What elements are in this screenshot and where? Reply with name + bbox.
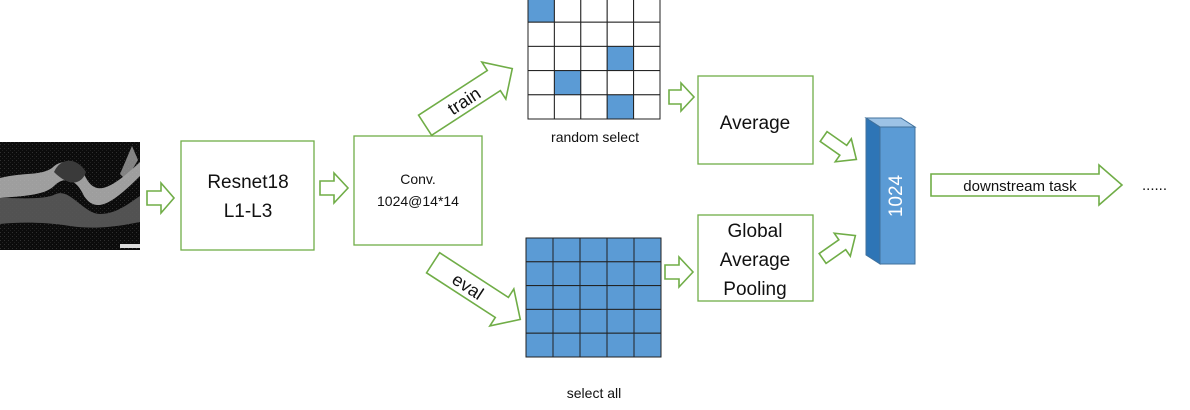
- grid-cell-selected: [579, 308, 608, 334]
- grid-cell: [633, 94, 661, 120]
- grid-cell-selected: [633, 332, 662, 358]
- grid-cell: [553, 94, 582, 120]
- downstream-task-arrow: downstream task: [930, 163, 1124, 207]
- feature-vector-bar: 1024: [864, 117, 917, 265]
- grid-cell-selected: [525, 261, 554, 287]
- arrow-resnet-to-conv: [319, 170, 350, 206]
- grid-cell-selected: [606, 237, 635, 263]
- grid-cell-selected: [606, 285, 635, 310]
- grid-cell-selected: [525, 237, 554, 263]
- conv-label-line1: Conv.: [400, 171, 436, 187]
- grid-cell-selected: [606, 45, 635, 72]
- grid-cell: [606, 21, 635, 47]
- average-box: [697, 75, 814, 165]
- grid-cell: [527, 21, 555, 47]
- grid-cell-selected: [606, 308, 635, 334]
- arrow-image-to-resnet: [146, 180, 176, 216]
- grid-cell-selected: [633, 261, 662, 287]
- grid-cell-selected: [525, 308, 554, 334]
- gap-label-line2: Average: [720, 250, 790, 271]
- grid-cell-selected: [579, 261, 608, 287]
- grid-cell-selected: [579, 285, 608, 310]
- grid-cell: [633, 45, 661, 72]
- ellipsis-text: ......: [1142, 177, 1167, 194]
- grid-cell: [527, 94, 555, 120]
- gap-label-line1: Global: [728, 221, 783, 242]
- grid-cell-selected: [552, 285, 581, 310]
- arrow-all-to-gap: [664, 254, 695, 290]
- grid-cell: [580, 0, 608, 23]
- grid-cell-selected: [527, 0, 555, 23]
- grid-cell: [606, 0, 635, 23]
- feature-vector-label: 1024: [886, 174, 907, 217]
- grid-cell-selected: [525, 332, 554, 358]
- gap-box: [697, 214, 814, 302]
- grid-cell: [633, 0, 661, 23]
- grid-cell-selected: [579, 237, 608, 263]
- grid-cell: [580, 70, 608, 96]
- grid-cell-selected: [552, 308, 581, 334]
- grid-cell: [527, 45, 555, 72]
- grid-cell-selected: [606, 261, 635, 287]
- grid-cell-selected: [633, 237, 662, 263]
- grid-cell-selected: [606, 94, 635, 120]
- grid-cell-selected: [552, 261, 581, 287]
- grid-cell: [580, 21, 608, 47]
- downstream-task-label: downstream task: [963, 178, 1077, 195]
- grid-cell: [580, 94, 608, 120]
- resnet-box: [180, 140, 315, 251]
- arrow-average-to-vector: [819, 130, 858, 163]
- resnet-label-line2: L1-L3: [224, 201, 273, 222]
- grid-cell: [633, 70, 661, 96]
- conv-label-line2: 1024@14*14: [377, 193, 459, 209]
- train-arrow: train: [417, 60, 514, 137]
- select-all-grid: [525, 237, 662, 358]
- grid-cell: [580, 45, 608, 72]
- grid-cell-selected: [525, 285, 554, 310]
- resnet-label-line1: Resnet18: [207, 172, 288, 193]
- grid-cell: [553, 21, 582, 47]
- grid-cell: [606, 70, 635, 96]
- grid-cell-selected: [552, 332, 581, 358]
- arrow-random-to-average: [668, 80, 696, 114]
- gap-label-line3: Pooling: [723, 279, 786, 300]
- grid-cell-selected: [553, 70, 582, 96]
- random-select-caption: random select: [551, 129, 639, 145]
- grid-cell-selected: [633, 285, 662, 310]
- grid-cell-selected: [633, 308, 662, 334]
- grid-cell-selected: [606, 332, 635, 358]
- grid-cell: [553, 0, 582, 23]
- grid-cell-selected: [579, 332, 608, 358]
- grid-cell-selected: [552, 237, 581, 263]
- eval-arrow: eval: [425, 251, 522, 328]
- average-label: Average: [720, 113, 790, 134]
- random-select-grid: [527, 0, 661, 120]
- grid-cell: [633, 21, 661, 47]
- grid-cell: [527, 70, 555, 96]
- arrow-gap-to-vector: [818, 232, 857, 265]
- select-all-caption: select all: [567, 385, 621, 401]
- grid-cell: [553, 45, 582, 72]
- oct-scan-image: [0, 142, 140, 250]
- conv-box: [353, 135, 483, 246]
